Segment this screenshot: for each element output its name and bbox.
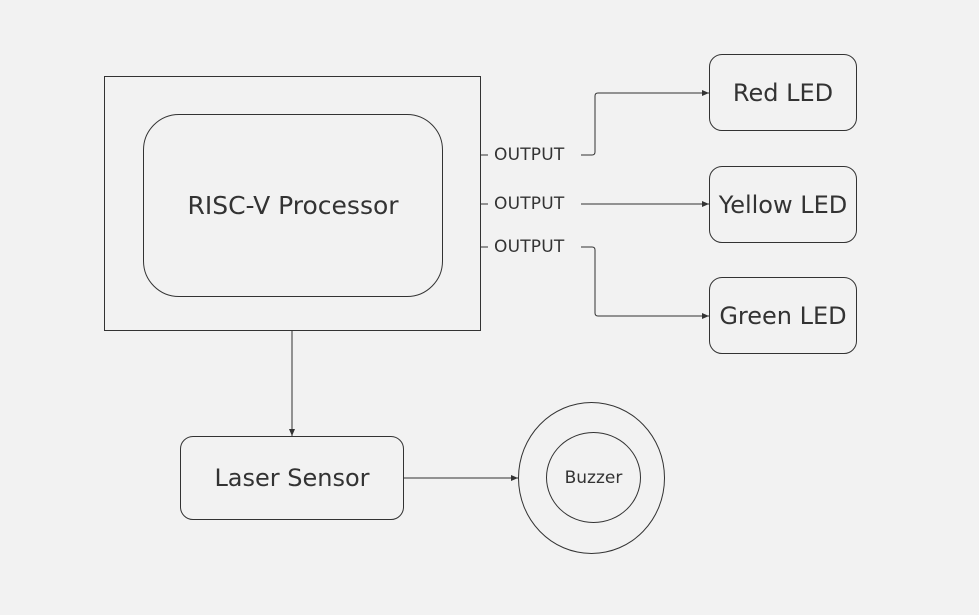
connector-to-red-led: [581, 90, 709, 156]
output-port-label: OUTPUT: [494, 194, 565, 214]
green-led-label: Green LED: [719, 301, 847, 330]
output-port-label: OUTPUT: [494, 145, 565, 165]
connector-to-green-led: [581, 246, 709, 319]
buzzer-label: Buzzer: [564, 467, 623, 488]
red-led-block: Red LED: [709, 54, 857, 131]
processor-block: RISC-V Processor: [143, 114, 443, 297]
laser-sensor-label: Laser Sensor: [214, 464, 370, 492]
output-port-label: OUTPUT: [494, 237, 565, 257]
processor-label: RISC-V Processor: [187, 190, 399, 220]
buzzer-block: Buzzer: [546, 432, 641, 523]
yellow-led-block: Yellow LED: [709, 166, 857, 243]
laser-sensor-block: Laser Sensor: [180, 436, 404, 520]
red-led-label: Red LED: [732, 78, 834, 107]
processor-frame: [104, 76, 481, 331]
green-led-block: Green LED: [709, 277, 857, 354]
yellow-led-label: Yellow LED: [718, 190, 848, 219]
buzzer-outer-ring: [518, 402, 665, 554]
